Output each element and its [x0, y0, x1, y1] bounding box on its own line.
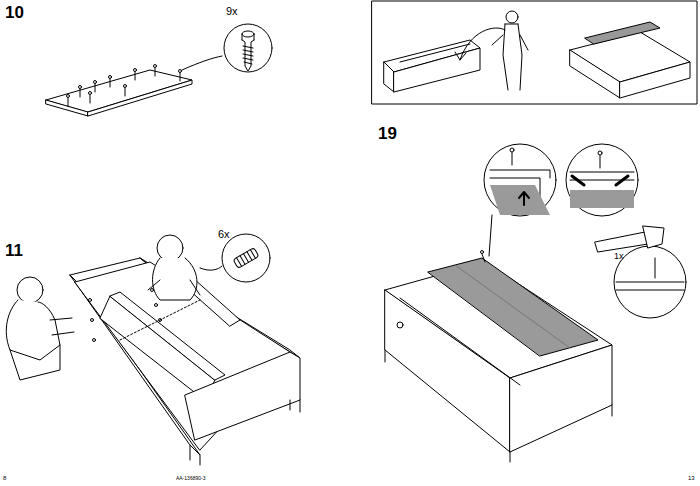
quantity-label: 6x [218, 229, 230, 240]
step-number: 10 [5, 4, 24, 21]
inset-turn-frame [372, 1, 697, 104]
quantity-label: 1x [614, 252, 624, 261]
page-number: 13 [688, 475, 695, 481]
panel-with-screws [46, 24, 272, 116]
quantity-label: 9x [226, 6, 238, 17]
page-number: 8 [3, 475, 6, 481]
document-code: AA-136890-3 [176, 476, 205, 481]
step-number: 11 [5, 242, 23, 259]
frame-assembly [6, 234, 300, 465]
frame-with-back-board [385, 144, 686, 462]
step-number: 19 [378, 125, 397, 142]
